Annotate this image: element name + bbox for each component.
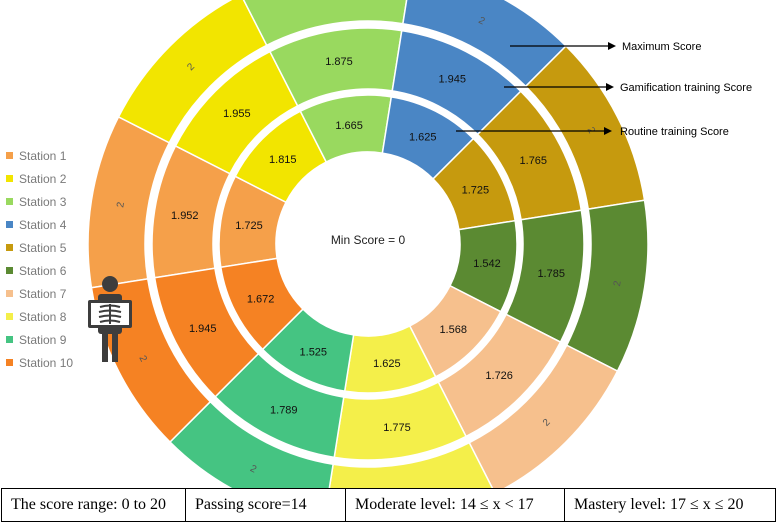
annotation-routine: Routine training Score <box>456 126 729 138</box>
legend-label: Station 1 <box>19 148 67 163</box>
legend-item-station-4: Station 4 <box>6 213 73 236</box>
maximum-value-label-station-10: 2 <box>136 354 149 364</box>
annotation-maximum: Maximum Score <box>510 41 701 53</box>
maximum-segment-station-3 <box>242 0 408 47</box>
footer-mastery-level: Mastery level: 17 ≤ x ≤ 20 <box>574 496 744 513</box>
gamification-value-label-station-2: 1.955 <box>223 108 251 120</box>
legend-swatch <box>6 221 13 228</box>
routine-value-label-station-1: 1.725 <box>235 220 263 232</box>
routine-value-label-station-10: 1.672 <box>247 294 275 306</box>
legend-label: Station 4 <box>19 217 67 232</box>
routine-segment-station-10 <box>219 257 305 351</box>
routine-value-label-station-2: 1.815 <box>269 154 297 166</box>
footer-score-range: The score range: 0 to 20 <box>2 489 186 521</box>
footer-moderate-level: Moderate level: 14 ≤ x < 17 <box>346 489 565 521</box>
routine-value-label-station-8: 1.625 <box>373 358 401 370</box>
gamification-value-label-station-1: 1.952 <box>171 210 199 222</box>
legend-item-station-7: Station 7 <box>6 282 73 305</box>
maximum-value-label-station-9: 2 <box>248 463 258 476</box>
legend-item-station-6: Station 6 <box>6 259 73 282</box>
maximum-segment-station-8 <box>328 441 494 488</box>
gamification-value-label-station-7: 1.726 <box>485 370 513 382</box>
center-label: Min Score = 0 <box>331 233 406 247</box>
gamification-value-label-station-4: 1.945 <box>438 74 466 86</box>
legend-label: Station 2 <box>19 171 67 186</box>
gamification-value-label-station-5: 1.765 <box>520 155 548 167</box>
legend-swatch <box>6 244 13 251</box>
footer-passing-score: Passing score=14 <box>186 489 346 521</box>
legend: Station 1 Station 2 Station 3 Station 4 Stat… <box>6 144 73 374</box>
legend-label: Station 10 <box>19 355 74 370</box>
legend-item-station-8: Station 8 <box>6 305 73 328</box>
legend-item-station-1: Station 1 <box>6 144 73 167</box>
annotation-gamification-label: Gamification training Score <box>620 82 752 94</box>
routine-value-label-station-7: 1.568 <box>439 324 467 336</box>
annotation-gamification: Gamification training Score <box>504 82 752 94</box>
annotation-routine-label: Routine training Score <box>620 126 729 138</box>
legend-label: Station 9 <box>19 332 67 347</box>
gamification-value-label-station-8: 1.775 <box>383 422 411 434</box>
legend-label: Station 3 <box>19 194 67 209</box>
annotation-maximum-label: Maximum Score <box>622 41 701 53</box>
legend-label: Station 8 <box>19 309 67 324</box>
maximum-value-label-station-6: 2 <box>612 280 624 288</box>
donut-chart: 1.725 1.815 1.665 1.625 1.725 1.542 1.568 1.625… <box>87 0 752 488</box>
legend-label: Station 6 <box>19 263 67 278</box>
maximum-value-label-station-1: 2 <box>115 201 127 209</box>
gamification-value-label-station-3: 1.875 <box>325 56 353 68</box>
legend-swatch <box>6 152 13 159</box>
x-ray-person-icon <box>88 276 132 362</box>
maximum-value-label-station-3: 2 <box>325 0 333 3</box>
legend-label: Station 5 <box>19 240 67 255</box>
routine-value-label-station-3: 1.665 <box>335 120 363 132</box>
legend-swatch <box>6 175 13 182</box>
routine-value-label-station-5: 1.725 <box>462 184 490 196</box>
legend-swatch <box>6 359 13 366</box>
legend-item-station-2: Station 2 <box>6 167 73 190</box>
legend-item-station-3: Station 3 <box>6 190 73 213</box>
legend-item-station-10: Station 10 <box>6 351 73 374</box>
legend-swatch <box>6 290 13 297</box>
legend-item-station-5: Station 5 <box>6 236 73 259</box>
legend-label: Station 7 <box>19 286 67 301</box>
legend-swatch <box>6 267 13 274</box>
legend-swatch <box>6 198 13 205</box>
routine-value-label-station-9: 1.525 <box>300 346 328 358</box>
routine-value-label-station-6: 1.542 <box>473 258 501 270</box>
gamification-value-label-station-10: 1.945 <box>189 323 217 335</box>
legend-swatch <box>6 313 13 320</box>
routine-value-label-station-4: 1.625 <box>409 132 437 144</box>
maximum-value-label-station-4: 2 <box>477 15 487 28</box>
gamification-value-label-station-6: 1.785 <box>537 268 565 280</box>
gamification-segment-station-10 <box>153 267 260 398</box>
legend-item-station-9: Station 9 <box>6 328 73 351</box>
score-footer: The score range: 0 to 20 Passing score=1… <box>1 488 776 522</box>
legend-swatch <box>6 336 13 343</box>
gamification-value-label-station-9: 1.789 <box>270 404 298 416</box>
